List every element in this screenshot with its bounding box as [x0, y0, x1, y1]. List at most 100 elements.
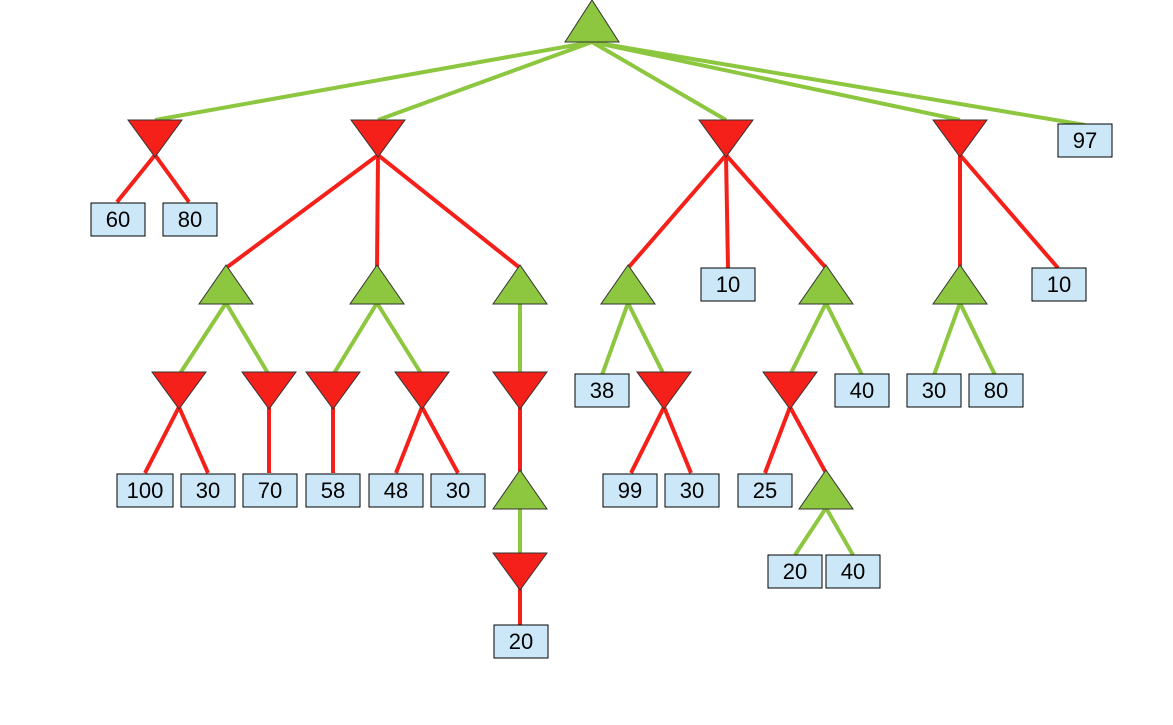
max-node-5: [600, 264, 656, 305]
min-node-8: [394, 371, 450, 410]
leaf-value: 10: [716, 272, 740, 297]
edge-min5-leaf30a: [177, 406, 210, 474]
edge-min11-leaf99: [629, 406, 666, 474]
leaf-value: 30: [922, 378, 946, 403]
leaf-box: 30: [906, 373, 962, 408]
min-node-2: [350, 119, 406, 158]
max-node-1: [198, 264, 254, 305]
leaf-box: 40: [834, 373, 890, 408]
leaf-box: 20: [767, 554, 823, 589]
edge-min12-max7: [788, 406, 828, 474]
leaf-value: 40: [841, 559, 865, 584]
min-node-1: [127, 119, 183, 158]
edge-max8-leaf80b: [958, 302, 997, 376]
min-node-3: [698, 119, 754, 158]
leaf-box: 48: [368, 473, 424, 508]
edge-max5-min11: [626, 302, 666, 376]
edge-min1-leaf80: [153, 153, 191, 204]
edge-max1-min6: [224, 301, 271, 377]
edge-max1-min5: [177, 301, 228, 377]
edges: [115, 40, 1086, 625]
edge-min4-leaf10b: [958, 153, 1060, 270]
edge-root-min3: [590, 40, 728, 122]
edge-min3-max5: [626, 153, 728, 270]
edge-min8-leaf30b: [420, 406, 460, 474]
max-node-8: [932, 264, 988, 305]
edge-min2-max1: [224, 153, 380, 270]
edge-min2-max2: [375, 154, 380, 269]
edge-max2-min8: [375, 301, 424, 377]
leaf-value: 97: [1073, 128, 1097, 153]
edge-max8-leaf30d: [932, 302, 962, 376]
leaf-value: 58: [321, 478, 345, 503]
leaf-box: 20: [493, 624, 549, 659]
leaf-value: 10: [1047, 272, 1071, 297]
edge-min2-max3: [376, 153, 522, 270]
edge-max6-leaf40a: [824, 302, 864, 376]
leaf-value: 60: [106, 207, 130, 232]
leaf-value: 38: [590, 378, 614, 403]
leaf-box: 58: [305, 473, 361, 508]
max-node-root: [564, 0, 620, 43]
min-node-7: [305, 371, 361, 410]
edge-root-leaf97: [591, 40, 1086, 127]
edge-min11-leaf30c: [662, 406, 693, 474]
edge-max5-leaf38: [600, 302, 630, 376]
edge-max7-leaf40b: [824, 507, 855, 556]
edge-max7-leaf20b: [793, 506, 828, 557]
min-node-9: [492, 371, 548, 410]
max-node-7: [798, 469, 854, 510]
min-node-12: [762, 371, 818, 410]
leaf-value: 20: [509, 629, 533, 654]
min-node-10: [492, 552, 548, 591]
leaf-box: 100: [116, 473, 174, 508]
min-node-6: [241, 371, 297, 410]
edge-min1-leaf60: [115, 153, 157, 204]
edge-root-min1: [154, 40, 593, 122]
leaf-box: 30: [430, 473, 486, 508]
edge-min3-leaf10a: [724, 154, 730, 269]
leaf-box: 38: [574, 373, 630, 408]
max-node-6: [798, 264, 854, 305]
leaf-box: 80: [968, 373, 1024, 408]
leaf-value: 25: [753, 478, 777, 503]
leaf-box: 97: [1057, 123, 1113, 158]
leaf-value: 30: [680, 478, 704, 503]
leaf-box: 40: [825, 554, 881, 589]
leaf-value: 100: [127, 478, 164, 503]
leaf-box: 70: [242, 473, 298, 508]
leaf-value: 48: [384, 478, 408, 503]
leaf-box: 30: [664, 473, 720, 508]
leaf-value: 99: [618, 478, 642, 503]
leaf-value: 40: [850, 378, 874, 403]
leaf-box: 25: [737, 473, 793, 508]
leaf-box: 60: [90, 202, 146, 237]
min-node-4: [932, 119, 988, 158]
leaf-value: 30: [196, 478, 220, 503]
leaf-value: 70: [258, 478, 282, 503]
leaf-box: 10: [1031, 267, 1087, 302]
max-node-3: [492, 264, 548, 305]
leaf-box: 30: [180, 473, 236, 508]
leaf-value: 30: [446, 478, 470, 503]
leaf-value: 20: [783, 559, 807, 584]
nodes: [127, 0, 988, 591]
leaf-box: 99: [602, 473, 658, 508]
edge-min5-leaf100: [143, 406, 181, 474]
leaf-value: 80: [178, 207, 202, 232]
min-node-11: [636, 371, 692, 410]
edge-min3-max6: [724, 153, 828, 270]
edge-max2-min7: [331, 301, 379, 377]
edge-min12-leaf25: [763, 406, 792, 474]
leaves: 60 80 97 10 10 38 40: [90, 123, 1113, 659]
max-node-2: [349, 264, 405, 305]
edge-root-min2: [377, 40, 593, 122]
leaf-box: 80: [162, 202, 218, 237]
edge-min8-leaf48: [394, 406, 424, 474]
edge-max6-min12: [788, 302, 828, 376]
max-node-4: [492, 469, 548, 510]
edge-root-min4: [591, 40, 961, 122]
leaf-box: 10: [700, 267, 756, 302]
leaf-value: 80: [984, 378, 1008, 403]
